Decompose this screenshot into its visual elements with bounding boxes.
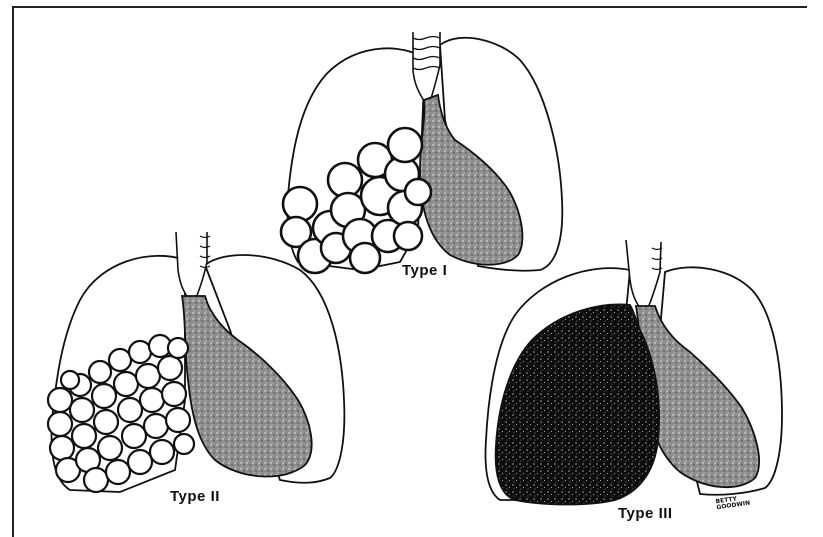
lung-type-1 xyxy=(281,32,562,273)
trachea xyxy=(626,240,661,308)
lung-type-3 xyxy=(486,240,782,505)
label-type-1: Type I xyxy=(402,262,447,279)
label-type-3: Type III xyxy=(618,505,673,522)
label-type-2: Type II xyxy=(170,488,220,505)
lung-type-2 xyxy=(48,232,344,492)
